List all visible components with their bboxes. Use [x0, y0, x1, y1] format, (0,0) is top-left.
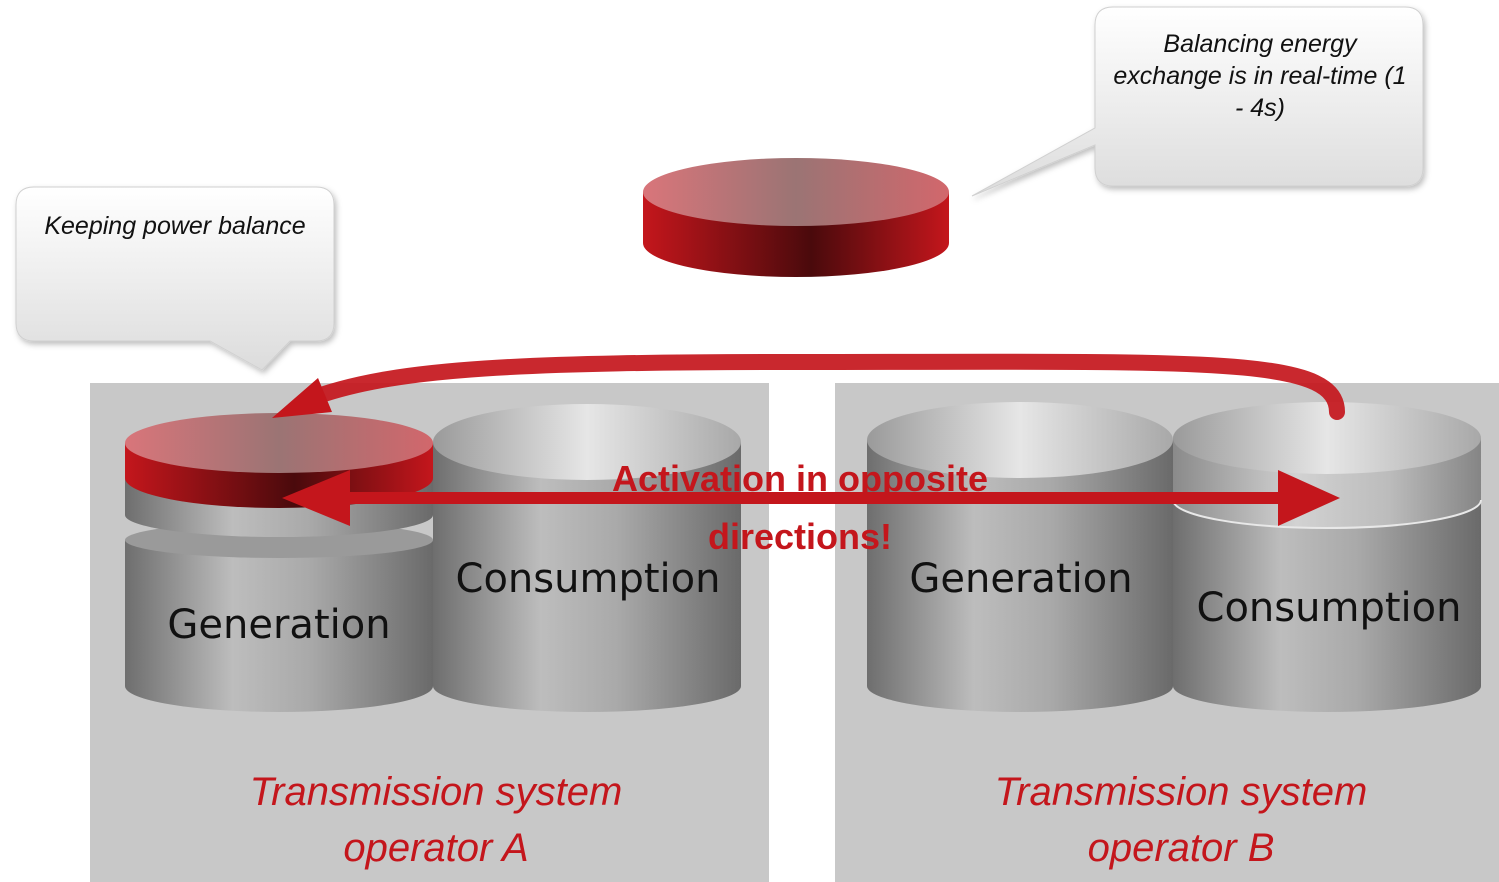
- tso-a-consumption-cylinder: [433, 404, 741, 712]
- callout-left: [15, 186, 335, 371]
- activation-double-arrow: [282, 470, 1340, 526]
- tso-b-generation-label: Generation: [909, 556, 1133, 602]
- tso-a-label: Transmission system operator A: [249, 770, 623, 870]
- tso-b-consumption-label: Consumption: [1196, 585, 1462, 631]
- tso-a-consumption-label: Consumption: [455, 556, 721, 602]
- exchange-arrow: [272, 353, 1345, 420]
- balancing-energy-disc: [643, 158, 949, 277]
- callout-keeping-balance-text: Keeping power balance: [44, 212, 306, 240]
- tso-b-consumption-cylinder: [1172, 402, 1482, 712]
- tso-a-generation-label: Generation: [167, 602, 391, 648]
- tso-b-generation-cylinder: [867, 402, 1173, 712]
- activation-warning-text: Activation in opposite directions!: [611, 458, 988, 557]
- callout-realtime-exchange-text: Balancing energy exchange is in real-tim…: [1113, 30, 1407, 122]
- callout-right: [971, 6, 1424, 197]
- tso-b-label: Transmission system operator B: [994, 770, 1368, 870]
- tso-a-generation-cylinder: [125, 413, 433, 712]
